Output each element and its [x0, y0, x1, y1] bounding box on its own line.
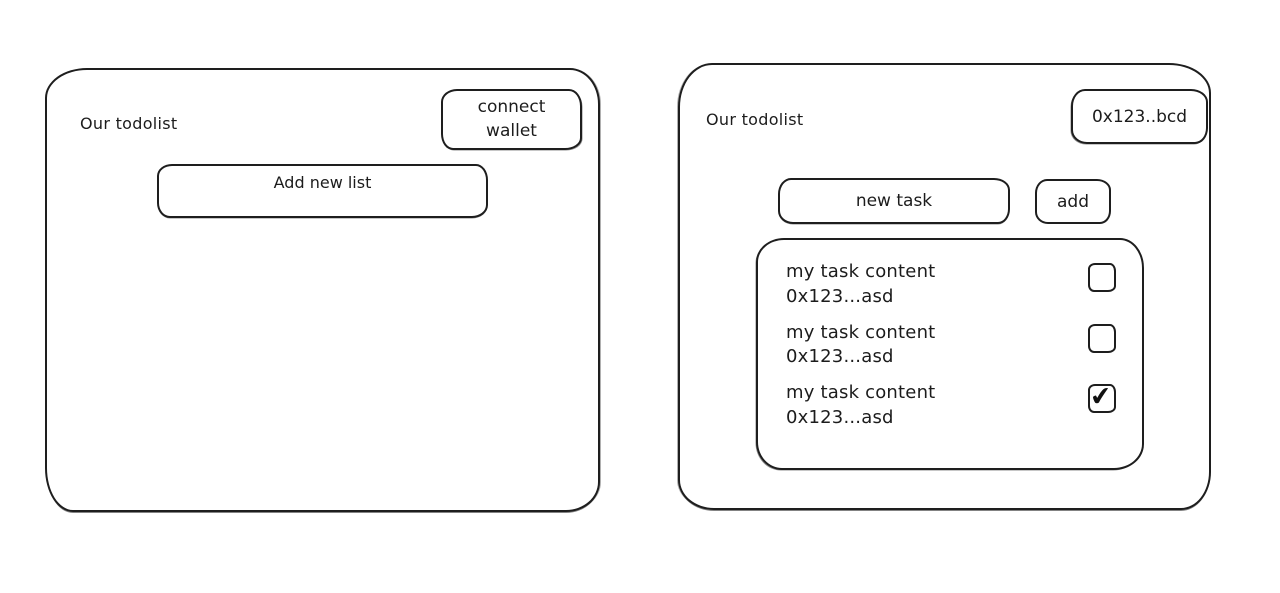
task-address: 0x123...asd: [786, 407, 894, 429]
task-item: my task content 0x123...asd ✔: [786, 381, 1122, 431]
check-icon: ✔: [1088, 380, 1114, 413]
new-task-input[interactable]: new task: [778, 178, 1010, 224]
add-new-list-button[interactable]: Add new list: [157, 164, 488, 218]
task-checkbox-unchecked[interactable]: [1088, 263, 1116, 292]
task-content: my task content: [786, 261, 936, 282]
task-list: my task content 0x123...asd my task cont…: [756, 238, 1144, 470]
task-text: my task content 0x123...asd: [786, 260, 935, 310]
add-new-list-label: Add new list: [273, 173, 372, 192]
connect-wallet-button[interactable]: connect wallet: [441, 89, 582, 150]
task-content: my task content: [786, 321, 936, 343]
new-task-value: new task: [855, 191, 933, 211]
task-address: 0x123...asd: [786, 285, 894, 307]
task-text: my task content 0x123...asd: [786, 381, 935, 431]
add-task-button[interactable]: add: [1035, 179, 1111, 224]
task-checkbox-unchecked[interactable]: [1088, 323, 1116, 353]
todolist-panel-disconnected: Our todolist connect wallet Add new list: [45, 68, 600, 512]
task-item: my task content 0x123...asd: [786, 260, 1122, 310]
task-item: my task content 0x123...asd: [786, 321, 1122, 371]
todolist-panel-connected: Our todolist 0x123..bcd new task add my …: [678, 63, 1211, 510]
wallet-address-button[interactable]: 0x123..bcd: [1071, 89, 1208, 144]
task-address: 0x123...asd: [786, 346, 894, 368]
task-checkbox-checked[interactable]: ✔: [1088, 380, 1116, 414]
app-title: Our todolist: [80, 114, 178, 133]
task-content: my task content: [786, 382, 936, 404]
add-task-label: add: [1057, 191, 1089, 212]
app-title: Our todolist: [706, 110, 804, 129]
connect-wallet-label: connect wallet: [477, 96, 546, 141]
wallet-address-label: 0x123..bcd: [1091, 106, 1188, 127]
task-text: my task content 0x123...asd: [786, 321, 935, 371]
